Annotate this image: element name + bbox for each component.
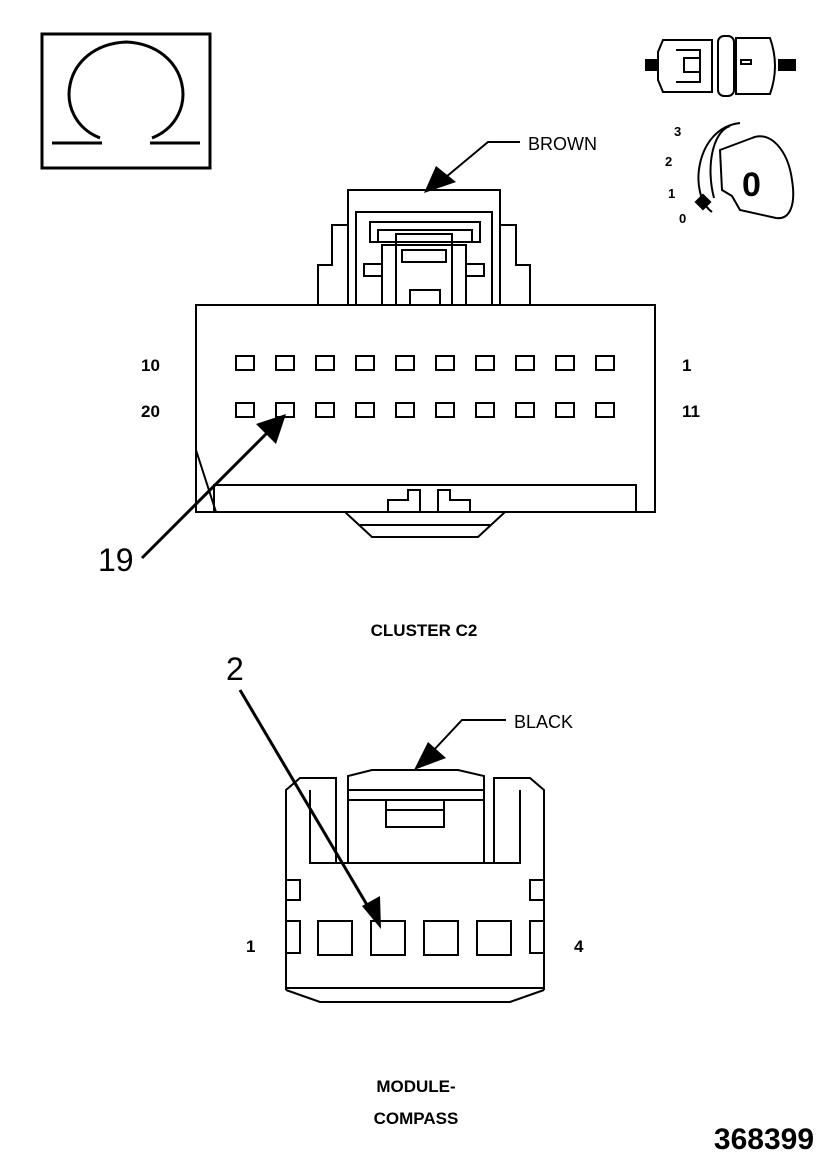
- cluster-pin-cavity: [435, 355, 455, 371]
- ignition-position-1: 1: [668, 186, 675, 201]
- cluster-pin-grid: [235, 355, 615, 418]
- cluster-row2-right-label: 11: [682, 402, 700, 421]
- cluster-pin-cavity: [235, 402, 255, 418]
- cluster-pin-cavity: [475, 355, 495, 371]
- module-left-label: 1: [246, 937, 255, 956]
- cluster-pin-cavity: [315, 355, 335, 371]
- ignition-key-label: 0: [742, 166, 761, 204]
- cluster-pin-cavity: [355, 355, 375, 371]
- module-pin-callout: 2: [226, 651, 381, 929]
- cluster-row2-left-label: 20: [141, 402, 160, 421]
- module-pin-cavity: [476, 920, 512, 956]
- ignition-key-icon: 3 2 1 0 0: [665, 122, 795, 226]
- module-compass-connector: 1 4 BLACK 2 MODULE- COMPASS: [226, 651, 584, 1128]
- connector-disconnect-icon: [645, 35, 796, 97]
- module-color-label: BLACK: [514, 712, 573, 732]
- module-pin-cavity: [370, 920, 406, 956]
- module-caption-line1: MODULE-: [376, 1077, 455, 1096]
- cluster-pin-cavity: [315, 402, 335, 418]
- cluster-pin-cavity: [515, 355, 535, 371]
- module-color-leader: BLACK: [414, 712, 573, 770]
- cluster-row1-left-label: 10: [141, 356, 160, 375]
- module-callout-pin: 2: [226, 651, 244, 687]
- module-pin-cavity: [423, 920, 459, 956]
- cluster-row1-right-label: 1: [682, 356, 691, 375]
- cluster-pin-cavity: [435, 402, 455, 418]
- cluster-caption: CLUSTER C2: [371, 621, 478, 640]
- ignition-position-3: 3: [674, 124, 681, 139]
- cluster-pin-cavity: [595, 355, 615, 371]
- cluster-pin-cavity: [235, 355, 255, 371]
- cluster-callout-pin: 19: [98, 542, 134, 578]
- cluster-pin-cavity: [555, 355, 575, 371]
- cluster-pin-cavity: [355, 402, 375, 418]
- cluster-color-leader: BROWN: [424, 134, 597, 193]
- cluster-pin-cavity: [555, 402, 575, 418]
- cluster-c2-connector: 10 1 20 11 BROWN 19 CLUSTER C2: [98, 134, 700, 640]
- cluster-pin-cavity: [395, 355, 415, 371]
- cluster-pin-callout: 19: [98, 414, 286, 578]
- module-pin-row: [317, 920, 512, 956]
- ignition-position-0: 0: [679, 211, 686, 226]
- ohmmeter-icon: [40, 32, 212, 170]
- module-pin-cavity: [317, 920, 353, 956]
- cluster-pin-cavity: [475, 402, 495, 418]
- module-right-label: 4: [574, 937, 584, 956]
- cluster-pin-cavity: [595, 402, 615, 418]
- cluster-pin-cavity: [275, 355, 295, 371]
- cluster-pin-cavity: [395, 402, 415, 418]
- figure-id: 368399: [714, 1123, 814, 1156]
- ignition-position-2: 2: [665, 154, 672, 169]
- cluster-color-label: BROWN: [528, 134, 597, 154]
- module-caption-line2: COMPASS: [374, 1109, 459, 1128]
- cluster-pin-cavity: [515, 402, 535, 418]
